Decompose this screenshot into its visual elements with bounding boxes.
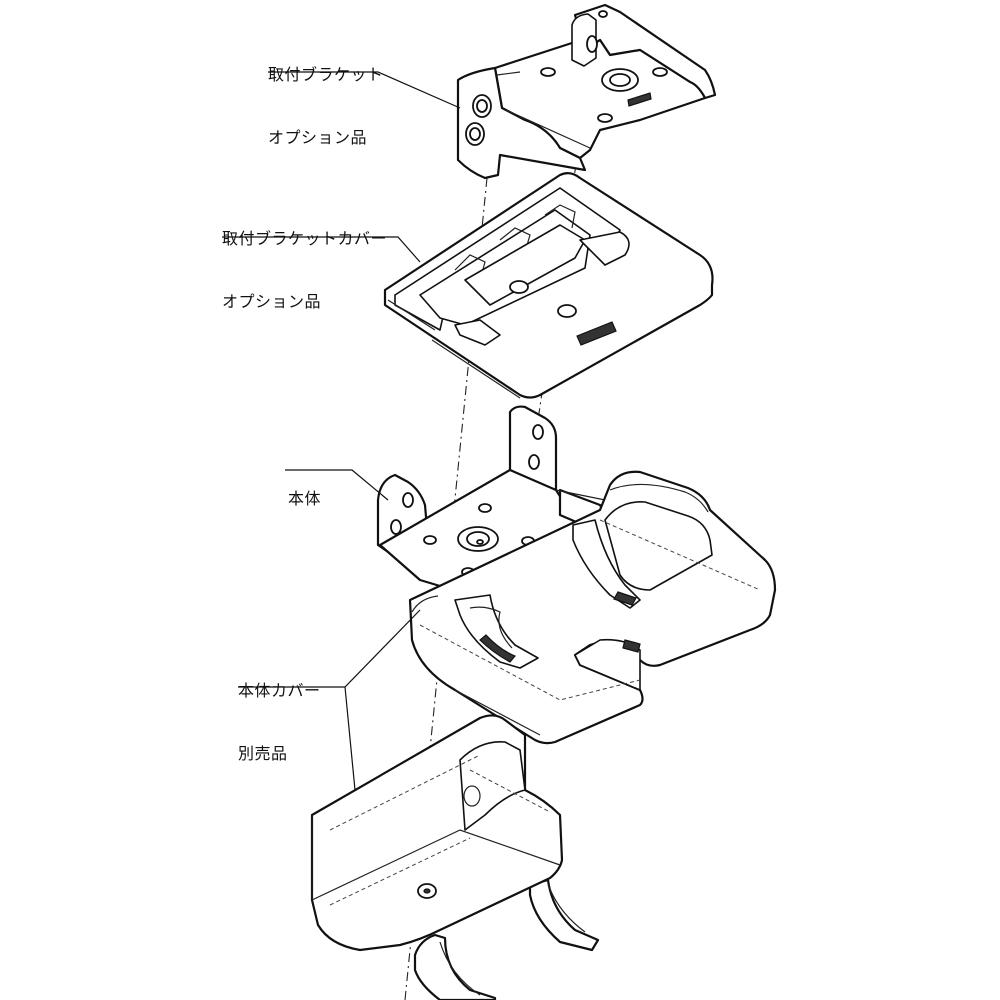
body-cover-label-line1: 本体カバー	[238, 681, 321, 700]
bracket-label: 取付ブラケット オプション品	[268, 22, 384, 169]
body-cover-label: 本体カバー 別売品	[238, 638, 321, 785]
bracket-cover-part	[383, 171, 714, 399]
mounting-bracket-part	[456, 3, 717, 180]
bracket-label-line1: 取付ブラケット	[268, 65, 384, 84]
body-cover-lower-part	[310, 714, 600, 1000]
body-label-line1: 本体	[288, 489, 322, 508]
bracket-cover-label-line2: オプション品	[222, 292, 322, 311]
bracket-cover-label: 取付ブラケットカバー オプション品	[222, 186, 387, 333]
bracket-label-line2: オプション品	[268, 128, 368, 147]
bracket-cover-label-line1: 取付ブラケットカバー	[222, 229, 388, 248]
body-cover-upper-part	[408, 470, 777, 745]
leader-lines	[222, 71, 461, 791]
body-label: 本体	[288, 446, 321, 530]
body-cover-label-line2: 別売品	[238, 744, 288, 763]
